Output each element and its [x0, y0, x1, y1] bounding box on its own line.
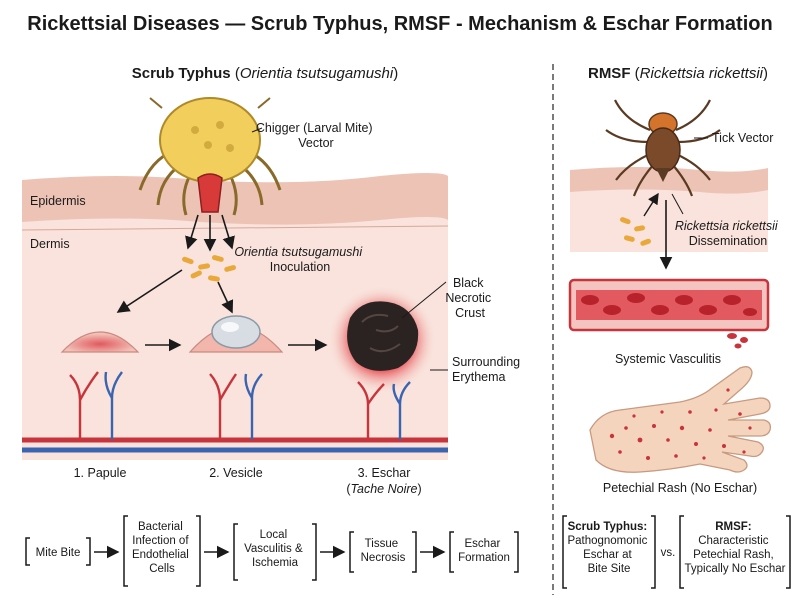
pathogenesis-flow: Mite Bite Bacterial Infection of Endothe…	[25, 515, 519, 587]
chigger-mite-icon	[138, 97, 282, 216]
flow-step-vasculitis: Local Vasculitis & Ischemia	[233, 523, 317, 581]
flow-step-eschar: Eschar Formation	[449, 531, 519, 573]
right-heading: RMSF (Rickettsia rickettsii)	[588, 65, 768, 82]
rickettsia-bacteria	[619, 217, 651, 246]
tick-icon	[605, 99, 721, 197]
eschar-lesion	[328, 286, 436, 440]
stage-label-eschar-sub: (Tache Noire)	[346, 482, 421, 496]
left-heading: Scrub Typhus (Orientia tsutsugamushi)	[132, 65, 398, 82]
svg-text:Eschar Formation: Eschar Formation	[458, 538, 510, 564]
compare-rmsf: RMSF: Characteristic Petechial Rash, Typ…	[685, 521, 786, 575]
compare-vs: vs.	[661, 547, 676, 559]
orientia-bacteria	[182, 255, 237, 282]
dermis-label: Dermis	[30, 237, 70, 251]
stage-label-papule: 1. Papule	[74, 466, 127, 480]
svg-text:Mite Bite: Mite Bite	[36, 547, 81, 559]
dissemination-label: Rickettsia rickettsii Dissemination	[675, 219, 781, 248]
vasculitis-label: Systemic Vasculitis	[615, 352, 721, 366]
flow-step-mite-bite: Mite Bite	[25, 537, 91, 566]
papule-lesion	[60, 331, 140, 440]
inoculation-arrows	[185, 214, 235, 252]
tick-label: Tick Vector	[712, 131, 773, 145]
comparison-box: Scrub Typhus: Pathognomonic Eschar at Bi…	[562, 515, 791, 589]
compare-scrub: Scrub Typhus: Pathognomonic Eschar at Bi…	[567, 521, 650, 575]
blood-vessel	[568, 278, 770, 349]
svg-text:Local Vasculitis &: Local Vasculitis & Ischemia	[244, 529, 306, 569]
vesicle-lesion	[188, 315, 284, 440]
svg-text:Bacterial Infection of: Bacterial Infection of Endothelial Cells	[132, 521, 192, 575]
spread-arrows	[116, 269, 234, 314]
page-title: Rickettsial Diseases — Scrub Typhus, RMS…	[27, 13, 772, 35]
stage-label-vesicle: 2. Vesicle	[209, 466, 263, 480]
crust-pointer	[401, 281, 447, 319]
flow-step-necrosis: Tissue Necrosis	[349, 531, 417, 573]
stage-label-eschar: 3. Eschar	[358, 466, 411, 480]
rash-label: Petechial Rash (No Eschar)	[603, 481, 757, 495]
crust-label: Black Necrotic Crust	[445, 276, 494, 320]
chigger-label: Chigger (Larval Mite) Vector	[256, 121, 376, 150]
flow-step-infection: Bacterial Infection of Endothelial Cells	[123, 515, 201, 587]
inoculation-label: Orientia tsutsugamushi Inoculation	[234, 245, 365, 274]
svg-text:Tissue Necrosis: Tissue Necrosis	[361, 538, 406, 564]
hand-rash-icon	[589, 366, 772, 473]
epidermis-label: Epidermis	[30, 194, 86, 208]
erythema-label: Surrounding Erythema	[452, 355, 524, 384]
